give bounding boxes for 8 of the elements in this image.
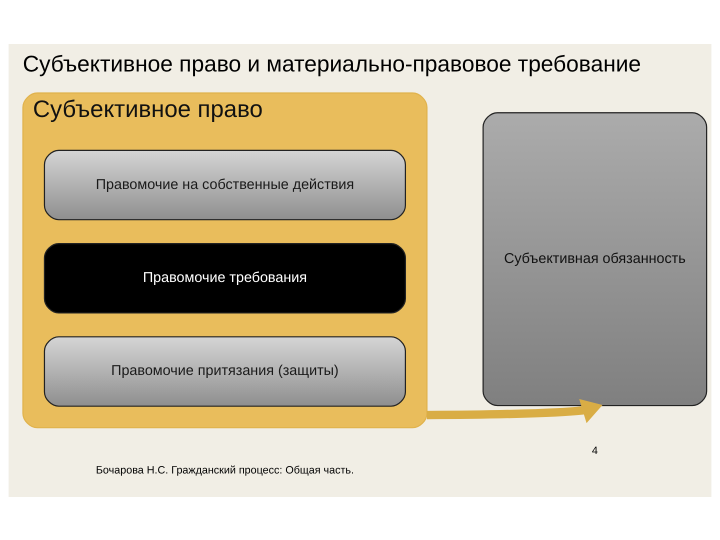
node-box: Правомочие на собственные действия [44,149,406,220]
node-box: Субъективная обязанность [482,112,708,406]
node-box: Правомочие притязания (защиты) [44,336,406,406]
label: 4 [592,444,598,457]
label: Бочарова Н.С. Гражданский процесс: Общая часть. [96,464,354,476]
diagram-title: Субъективное право и материально-правовое требование [22,50,642,76]
arrow [426,398,603,423]
node-box: Правомочие требования [44,242,406,314]
